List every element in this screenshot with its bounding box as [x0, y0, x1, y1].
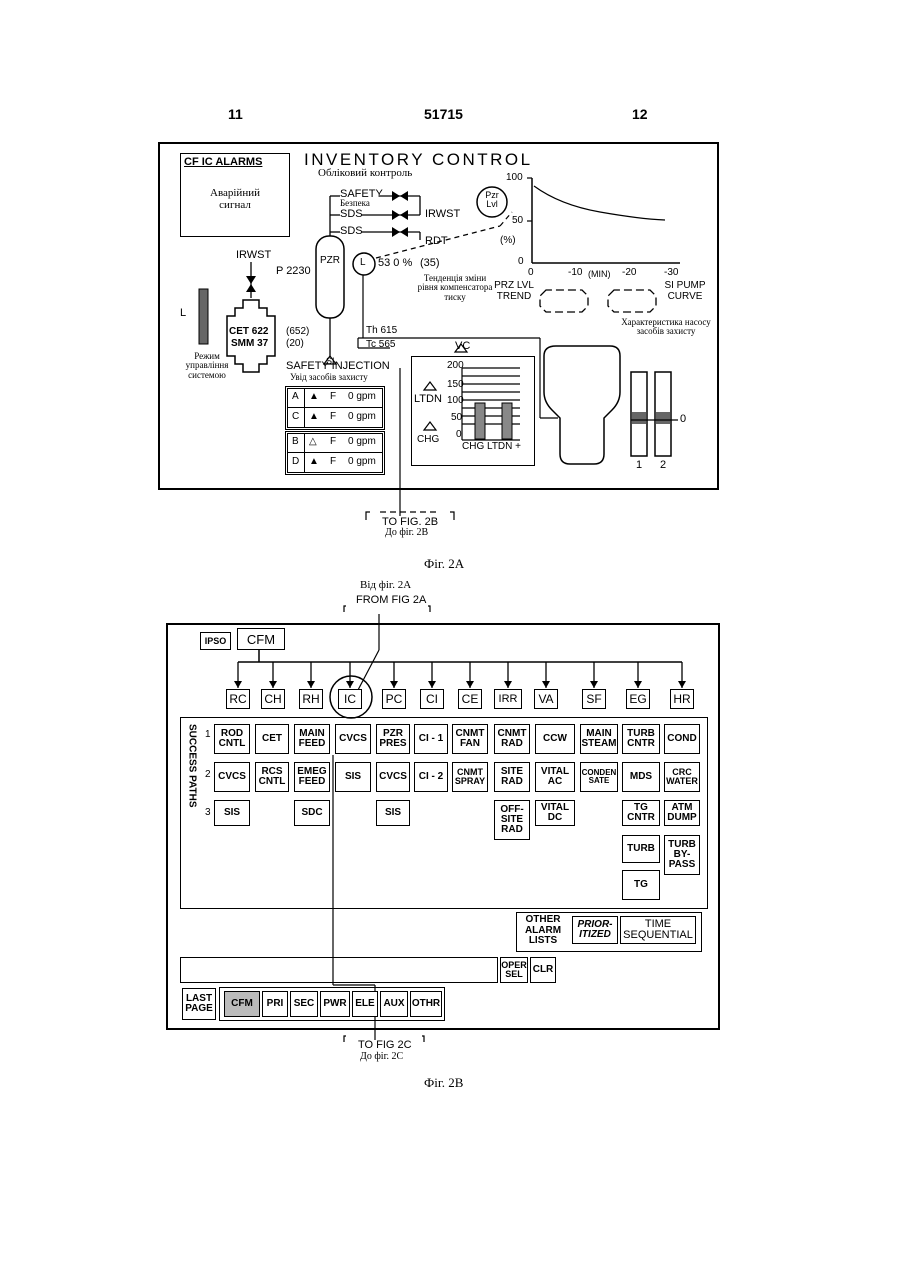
system-button-irr[interactable]: IRR — [494, 689, 522, 709]
system-button-pc[interactable]: PC — [382, 689, 406, 709]
sp-turb[interactable]: TURB — [622, 835, 660, 863]
sp-off-site-rad[interactable]: OFF-SITE RAD — [494, 800, 530, 840]
sp-vital-dc[interactable]: VITAL DC — [535, 800, 575, 826]
tab-ele[interactable]: ELE — [352, 991, 378, 1017]
sp-crc-water[interactable]: CRC WATER — [664, 762, 700, 792]
sp-cvcs-2b[interactable]: CVCS — [376, 762, 410, 792]
sp-ccw[interactable]: CCW — [535, 724, 575, 754]
message-bar — [180, 957, 498, 983]
sp-cvcs-2[interactable]: CVCS — [214, 762, 250, 792]
row-number-2: 2 — [205, 770, 211, 781]
time-sequential-button[interactable]: TIME SEQUENTIAL — [620, 916, 696, 944]
sp-vital-ac[interactable]: VITAL AC — [535, 762, 575, 792]
system-button-sf[interactable]: SF — [582, 689, 606, 709]
sp-sis-2a[interactable]: SIS — [335, 762, 371, 792]
sp-sis-3b[interactable]: SIS — [376, 800, 410, 826]
tab-othr[interactable]: OTHR — [410, 991, 442, 1017]
sp-sdc[interactable]: SDC — [294, 800, 330, 826]
sp-rod-cntl[interactable]: ROD CNTL — [214, 724, 250, 754]
sp-rcs-cntl[interactable]: RCS CNTL — [255, 762, 289, 792]
system-button-ci[interactable]: CI — [420, 689, 444, 709]
clr-button[interactable]: CLR — [530, 957, 556, 983]
success-paths-label: SUCCESS PATHS — [186, 724, 197, 808]
sp-mds[interactable]: MDS — [622, 762, 660, 792]
row-number-3: 3 — [205, 808, 211, 819]
to-fig-2c-label: TO FIG 2C — [358, 1040, 412, 1052]
cfm-button[interactable]: CFM — [237, 628, 285, 650]
fig2b-caption: Фіг. 2B — [424, 1076, 463, 1090]
system-button-ic[interactable]: IC — [338, 689, 362, 709]
system-button-hr[interactable]: HR — [670, 689, 694, 709]
sp-cet[interactable]: CET — [255, 724, 289, 754]
sp-cnmt-fan[interactable]: CNMT FAN — [452, 724, 488, 754]
sp-ci-1[interactable]: CI - 1 — [414, 724, 448, 754]
tab-cfm[interactable]: CFM — [224, 991, 260, 1017]
sp-ci-2[interactable]: CI - 2 — [414, 762, 448, 792]
to-fig-2c-ua: До фіг. 2C — [360, 1052, 403, 1063]
sp-turb-bypass[interactable]: TURB BY-PASS — [664, 835, 700, 875]
other-alarm-lists-label: OTHER ALARM LISTS — [520, 915, 566, 947]
sp-tg[interactable]: TG — [622, 870, 660, 900]
prioritized-button[interactable]: PRIOR-ITIZED — [572, 916, 618, 944]
sp-atm-dump[interactable]: ATM DUMP — [664, 800, 700, 826]
system-button-rc[interactable]: RC — [226, 689, 250, 709]
sp-turb-cntr[interactable]: TURB CNTR — [622, 724, 660, 754]
sp-cnmt-rad[interactable]: CNMT RAD — [494, 724, 530, 754]
sp-tg-cntr[interactable]: TG CNTR — [622, 800, 660, 826]
tab-sec[interactable]: SEC — [290, 991, 318, 1017]
sp-emeg-feed[interactable]: EMEG FEED — [294, 762, 330, 792]
sp-pzr-pres[interactable]: PZR PRES — [376, 724, 410, 754]
tab-pwr[interactable]: PWR — [320, 991, 350, 1017]
tab-pri[interactable]: PRI — [262, 991, 288, 1017]
system-button-eg[interactable]: EG — [626, 689, 650, 709]
system-button-ch[interactable]: CH — [261, 689, 285, 709]
system-button-rh[interactable]: RH — [299, 689, 323, 709]
sp-condensate[interactable]: CONDENSATE — [580, 762, 618, 792]
system-button-ce[interactable]: CE — [458, 689, 482, 709]
sp-sis-3a[interactable]: SIS — [214, 800, 250, 826]
oper-sel-button[interactable]: OPER SEL — [500, 957, 528, 983]
tab-aux[interactable]: AUX — [380, 991, 408, 1017]
last-page-button[interactable]: LAST PAGE — [182, 988, 216, 1020]
sp-cond[interactable]: COND — [664, 724, 700, 754]
sp-cvcs-1[interactable]: CVCS — [335, 724, 371, 754]
sp-site-rad[interactable]: SITE RAD — [494, 762, 530, 792]
ipso-button[interactable]: IPSO — [200, 632, 231, 650]
system-button-va[interactable]: VA — [534, 689, 558, 709]
sp-main-feed[interactable]: MAIN FEED — [294, 724, 330, 754]
sp-main-steam[interactable]: MAIN STEAM — [580, 724, 618, 754]
row-number-1: 1 — [205, 730, 211, 741]
sp-cnmt-spray[interactable]: CNMT SPRAY — [452, 762, 488, 792]
